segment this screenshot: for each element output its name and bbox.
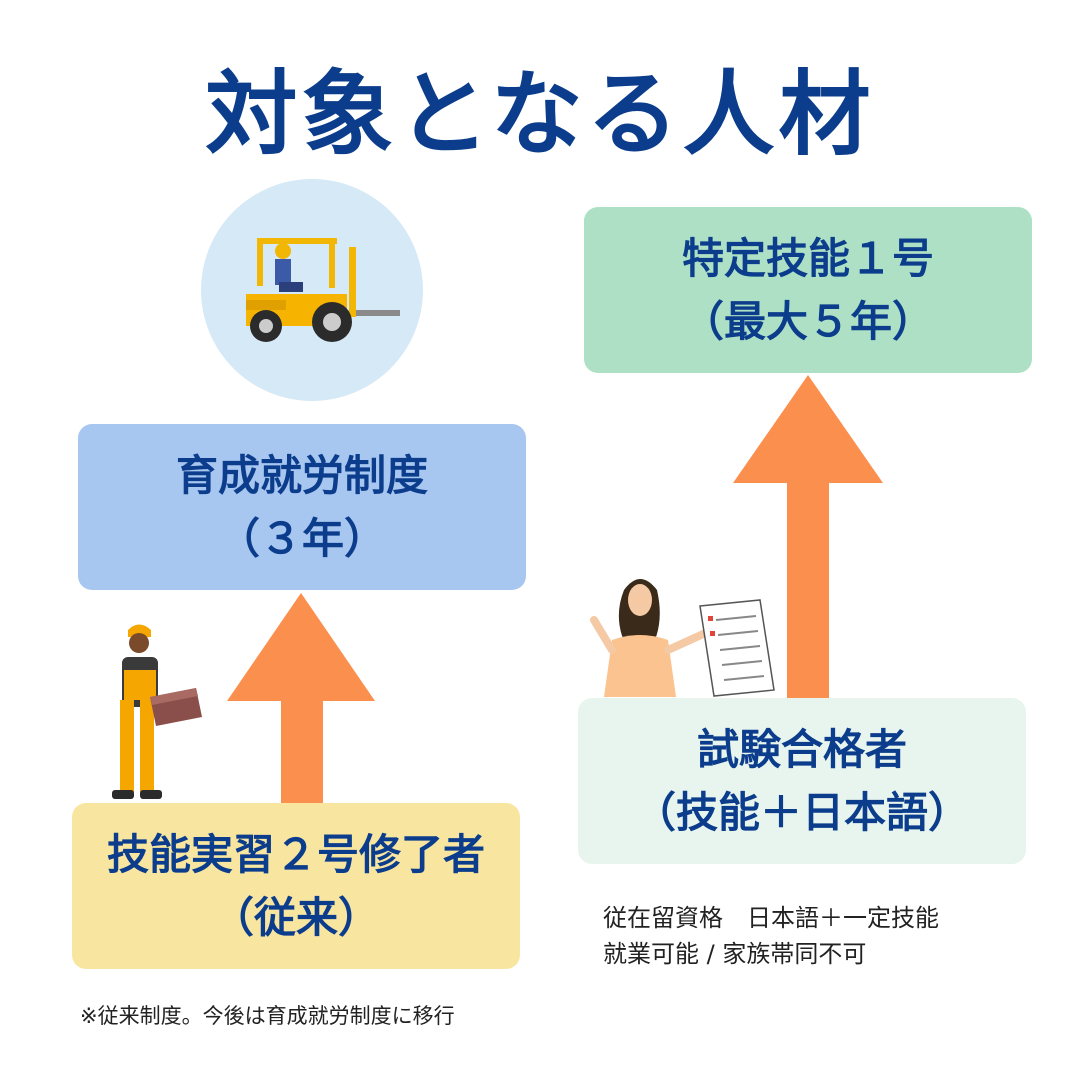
technical-intern-note: （従来） (211, 893, 380, 942)
technical-intern-box: 技能実習２号修了者 （従来） (72, 803, 520, 969)
specified-skill-box: 特定技能１号 （最大５年） (584, 207, 1032, 373)
exam-passer-box: 試験合格者 （技能＋日本語） (578, 698, 1026, 864)
footnote-left: ※従来制度。今後は育成就労制度に移行 (80, 1004, 455, 1028)
footnote-right: 従在留資格 日本語＋一定技能 就業可能 / 家族帯同不可 (603, 900, 939, 972)
arrow-up-left (227, 593, 375, 803)
exam-passer-title: 試験合格者 (696, 725, 907, 774)
ikusei-system-box: 育成就労制度 （３年） (78, 424, 526, 590)
ikusei-title: 育成就労制度 (175, 451, 428, 500)
specified-skill-title: 特定技能１号 (681, 234, 934, 283)
worker-carrying-box-illustration (112, 624, 202, 799)
footnote-right-line1: 従在留資格 日本語＋一定技能 (603, 904, 939, 932)
page-title: 対象となる人材 (205, 61, 875, 168)
specified-skill-duration: （最大５年） (681, 297, 934, 346)
arrow-up-right (733, 375, 883, 698)
footnote-right-line2: 就業可能 / 家族帯同不可 (603, 940, 867, 968)
ikusei-duration: （３年） (217, 514, 386, 563)
woman-with-checklist-illustration (590, 579, 775, 697)
technical-intern-title: 技能実習２号修了者 (106, 830, 485, 879)
forklift-illustration (201, 179, 423, 401)
exam-passer-detail: （技能＋日本語） (633, 788, 970, 837)
